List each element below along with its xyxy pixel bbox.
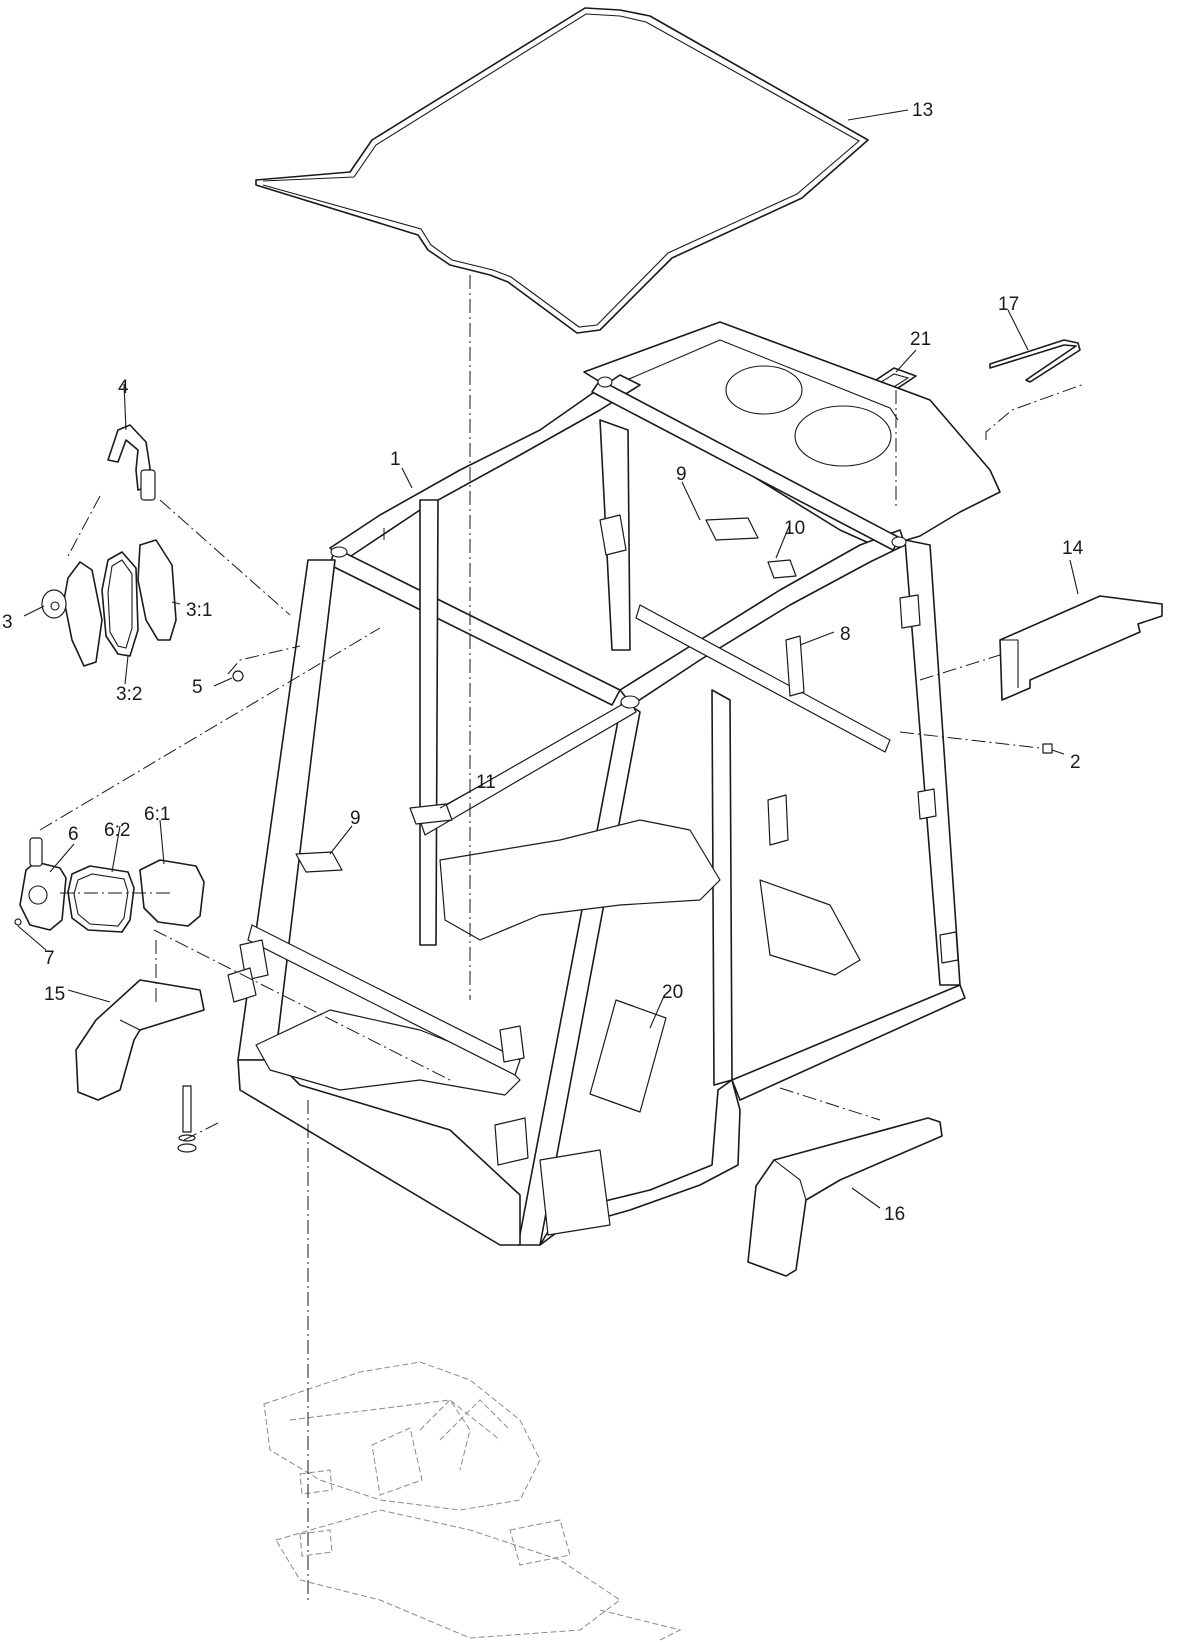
mirror-glass-part-3-1[interactable]: [137, 539, 177, 641]
decal-part-8[interactable]: [785, 635, 805, 697]
mirror-arm-part-4[interactable]: [107, 424, 156, 501]
decal-part-10[interactable]: [767, 559, 797, 579]
assembly-lines: [39, 275, 1085, 1600]
decal-part-9-top[interactable]: [705, 517, 759, 541]
rod-part-17[interactable]: [989, 339, 1081, 383]
mirror-glass-part-6-1[interactable]: [139, 859, 205, 927]
roof-seal-part-13[interactable]: [255, 7, 869, 334]
callout-10: 10: [784, 518, 805, 539]
decal-part-11[interactable]: [409, 803, 453, 825]
callout-5: 5: [192, 677, 203, 698]
decal-part-20[interactable]: [589, 999, 667, 1113]
decal-part-9-lower[interactable]: [295, 851, 343, 873]
callout-13: 13: [912, 100, 933, 121]
callout-6-2: 6:2: [104, 820, 130, 841]
callout-2: 2: [1070, 752, 1081, 773]
cover-part-14[interactable]: [999, 595, 1163, 701]
callout-14: 14: [1062, 538, 1084, 559]
callout-21: 21: [910, 329, 931, 350]
mirror-part-6[interactable]: [19, 837, 67, 931]
callout-9-lower: 9: [350, 808, 361, 829]
cab-frame-part-1[interactable]: [227, 321, 1001, 1246]
callout-9-top: 9: [676, 464, 687, 485]
callout-1: 1: [390, 449, 401, 470]
screw-part-5[interactable]: [232, 670, 244, 682]
leader-lines: [17, 109, 1079, 1209]
cover-part-15[interactable]: [75, 979, 205, 1101]
callout-16: 16: [884, 1204, 905, 1225]
mirror-gasket-part-3-2[interactable]: [101, 551, 139, 657]
cover-part-16[interactable]: [747, 1117, 943, 1277]
callout-20: 20: [662, 982, 683, 1003]
callout-4: 4: [118, 377, 129, 398]
mirror-gasket-part-6-2[interactable]: [67, 865, 135, 933]
mounting-bolt: [177, 1085, 197, 1153]
screw-part-7[interactable]: [14, 918, 22, 926]
callout-3-2: 3:2: [116, 684, 142, 705]
callout-17: 17: [998, 294, 1019, 315]
callout-6-1: 6:1: [144, 804, 170, 825]
mirror-part-3[interactable]: [41, 561, 103, 667]
callout-3-1: 3:1: [186, 600, 212, 621]
callout-15: 15: [44, 984, 65, 1005]
callout-labels: 13 17 21 4 1 9 10 14 3:1 3 8 3:2 5 2 11 …: [2, 100, 1084, 1225]
callout-6: 6: [68, 824, 79, 845]
callout-7: 7: [44, 948, 55, 969]
callout-11: 11: [476, 772, 496, 793]
chassis-reference-ghost: [263, 1361, 682, 1641]
callout-8: 8: [840, 624, 851, 645]
clip-part-2[interactable]: [1042, 743, 1053, 754]
callout-3: 3: [2, 612, 13, 633]
